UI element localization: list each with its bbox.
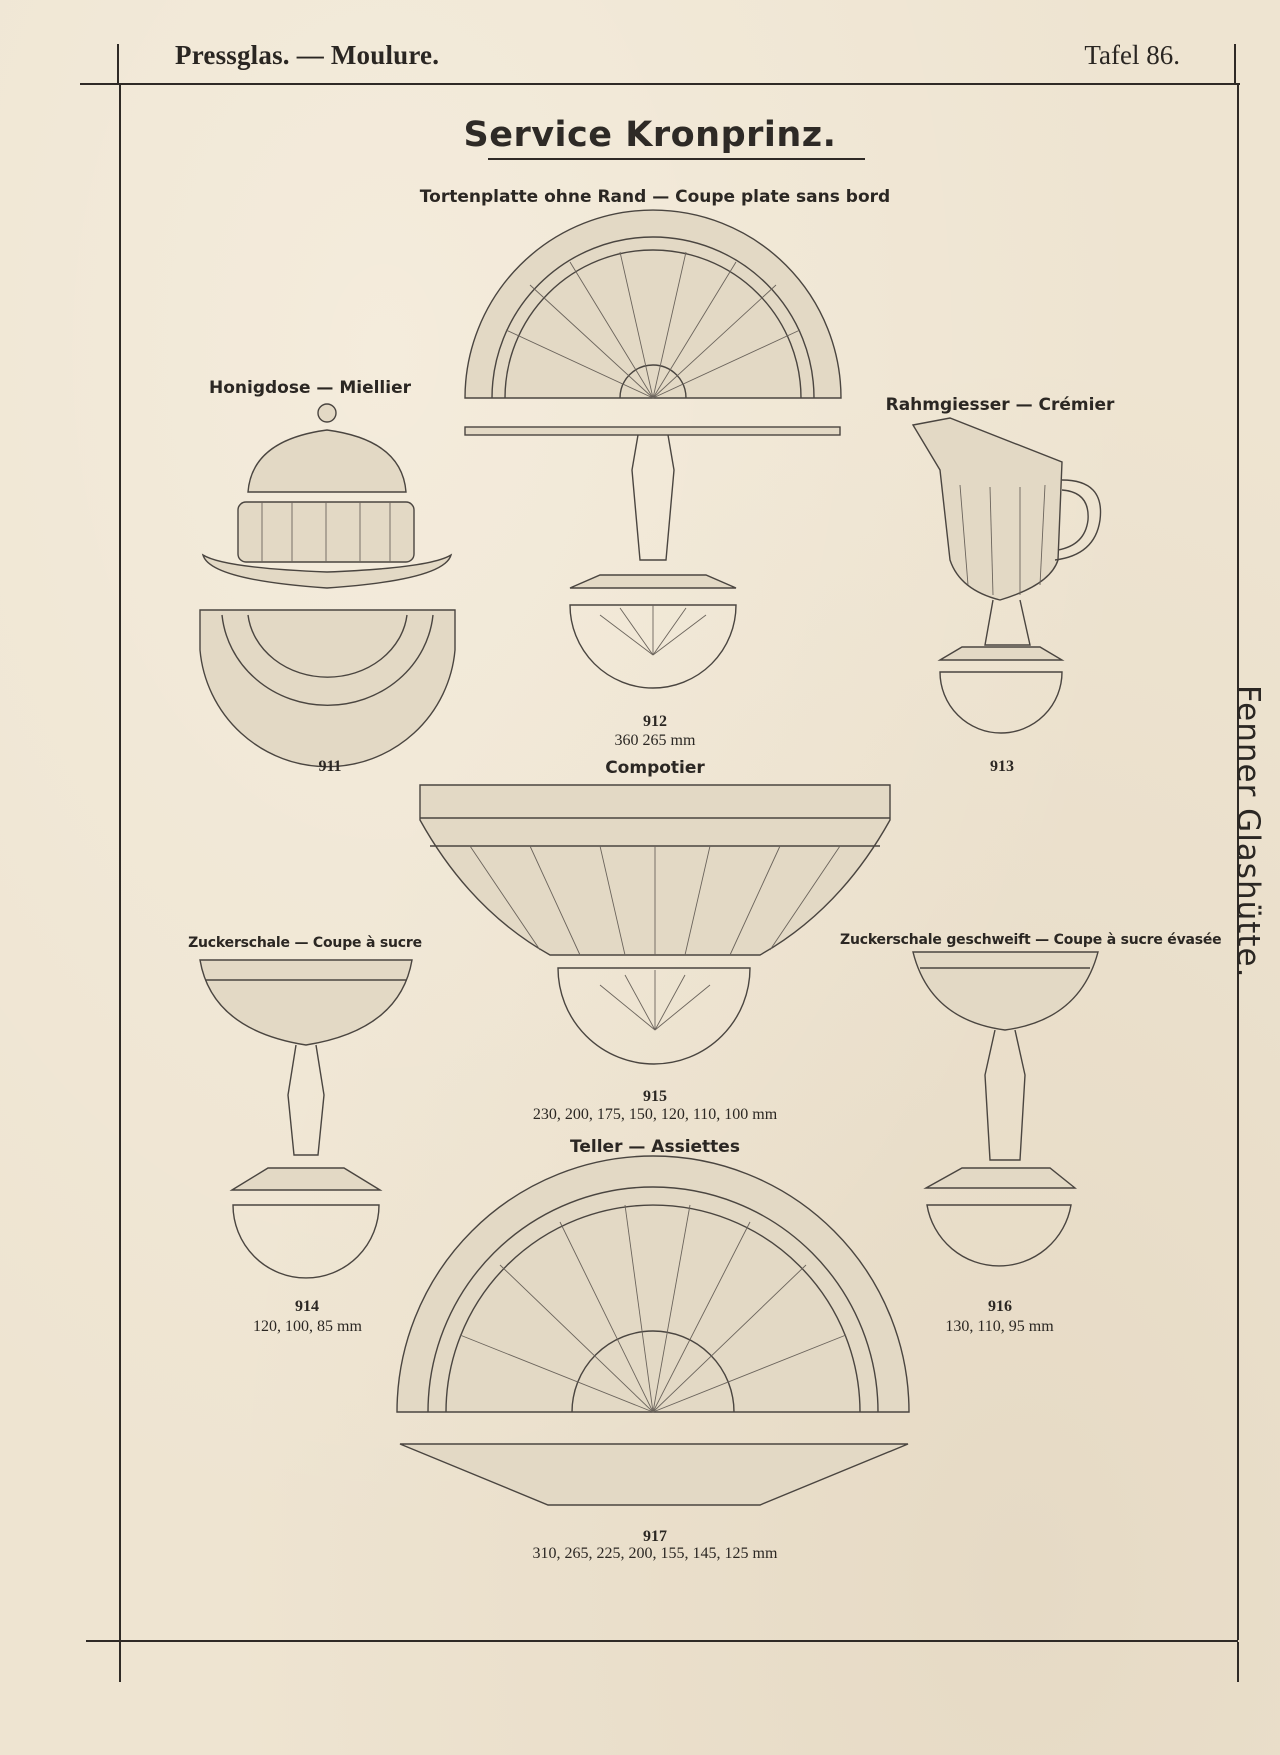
sidebar-brand: Fenner Glashütte.	[1230, 685, 1266, 979]
number-917: 917	[643, 1528, 667, 1545]
dims-912: 360 265 mm	[614, 732, 696, 749]
dims-916: 130, 110, 95 mm	[945, 1318, 1054, 1335]
title-underline	[488, 158, 865, 160]
footer-tick-left	[119, 1642, 121, 1682]
label-911: Honigdose — Miellier	[208, 378, 411, 398]
flared-sugar-bowl-916-drawing	[912, 951, 1099, 1267]
label-913: Rahmgiesser — Crémier	[885, 395, 1115, 415]
frame-right	[1237, 85, 1239, 1640]
number-914: 914	[295, 1298, 319, 1315]
frame-left	[119, 85, 121, 1640]
cake-plate-912-drawing	[464, 209, 842, 689]
bottom-rule	[86, 1640, 1238, 1642]
number-915: 915	[643, 1088, 667, 1105]
label-917: Teller — Assiettes	[570, 1137, 740, 1157]
header-tick-right	[1234, 44, 1236, 84]
label-915: Compotier	[605, 758, 705, 778]
label-916: Zuckerschale geschweift — Coupe à sucre …	[840, 932, 1222, 948]
page-title: Service Kronprinz.	[463, 115, 837, 155]
number-913: 913	[990, 758, 1014, 775]
label-912: Tortenplatte ohne Rand — Coupe plate san…	[419, 187, 891, 207]
compotier-915-drawing	[419, 784, 891, 1065]
honey-jar-911-drawing	[199, 403, 456, 768]
header-left: Pressglas. — Moulure.	[175, 40, 440, 70]
sugar-bowl-914-drawing	[199, 959, 413, 1279]
number-911: 911	[318, 758, 342, 775]
footer-tick-right	[1237, 1642, 1239, 1682]
dims-914: 120, 100, 85 mm	[253, 1318, 362, 1335]
top-rule	[80, 83, 1240, 85]
header-tick-left	[117, 44, 119, 84]
dims-915: 230, 200, 175, 150, 120, 110, 100 mm	[532, 1106, 778, 1123]
plate-917-drawing	[396, 1155, 910, 1506]
number-912: 912	[643, 713, 667, 730]
header-right: Tafel 86.	[1084, 40, 1180, 70]
label-914: Zuckerschale — Coupe à sucre	[188, 935, 422, 951]
dims-917: 310, 265, 225, 200, 155, 145, 125 mm	[532, 1545, 778, 1562]
creamer-913-drawing	[911, 417, 1102, 734]
number-916: 916	[988, 1298, 1012, 1315]
